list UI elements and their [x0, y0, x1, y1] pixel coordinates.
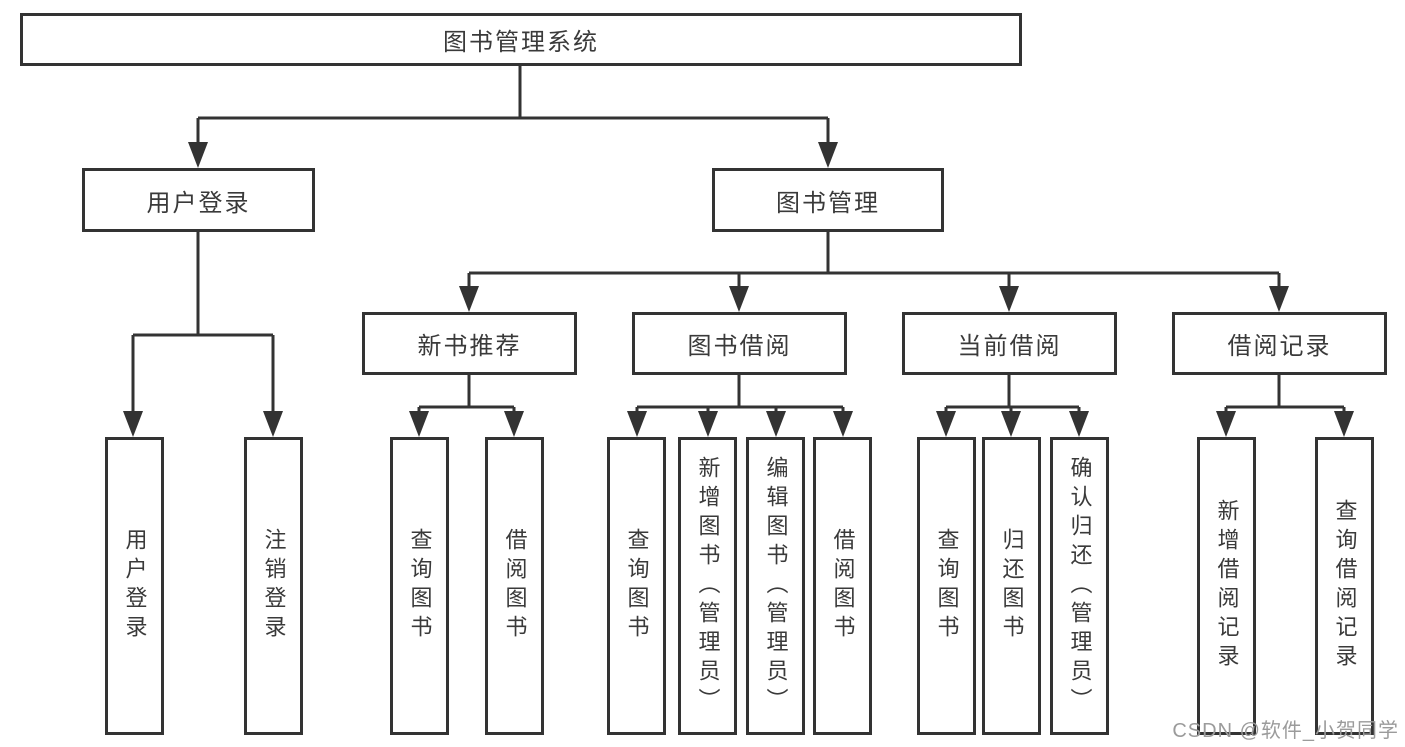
leaf-query-book-under-current: 查询图书 [917, 437, 976, 735]
leaf-query-book-under-recommendation: 查询图书 [390, 437, 449, 735]
node-new-book-recommendation: 新书推荐 [362, 312, 577, 375]
leaf-edit-book-admin: 编辑图书（管理员） [746, 437, 805, 735]
node-borrowing-records: 借阅记录 [1172, 312, 1387, 375]
leaf-user-login: 用户登录 [105, 437, 164, 735]
leaf-return-book: 归还图书 [982, 437, 1041, 735]
node-book-management: 图书管理 [712, 168, 944, 232]
leaf-query-book-under-borrowing: 查询图书 [607, 437, 666, 735]
node-library-management-system: 图书管理系统 [20, 13, 1022, 66]
node-current-borrowing: 当前借阅 [902, 312, 1117, 375]
leaf-confirm-return-admin: 确认归还（管理员） [1050, 437, 1109, 735]
node-user-login: 用户登录 [82, 168, 315, 232]
leaf-logout: 注销登录 [244, 437, 303, 735]
csdn-watermark: CSDN @软件_小贺同学 [1172, 720, 1399, 742]
node-book-borrowing: 图书借阅 [632, 312, 847, 375]
leaf-add-borrow-record: 新增借阅记录 [1197, 437, 1256, 735]
leaf-query-borrow-record: 查询借阅记录 [1315, 437, 1374, 735]
leaf-borrow-book-under-recommendation: 借阅图书 [485, 437, 544, 735]
leaf-borrow-book-under-borrowing: 借阅图书 [813, 437, 872, 735]
leaf-add-book-admin: 新增图书（管理员） [678, 437, 737, 735]
